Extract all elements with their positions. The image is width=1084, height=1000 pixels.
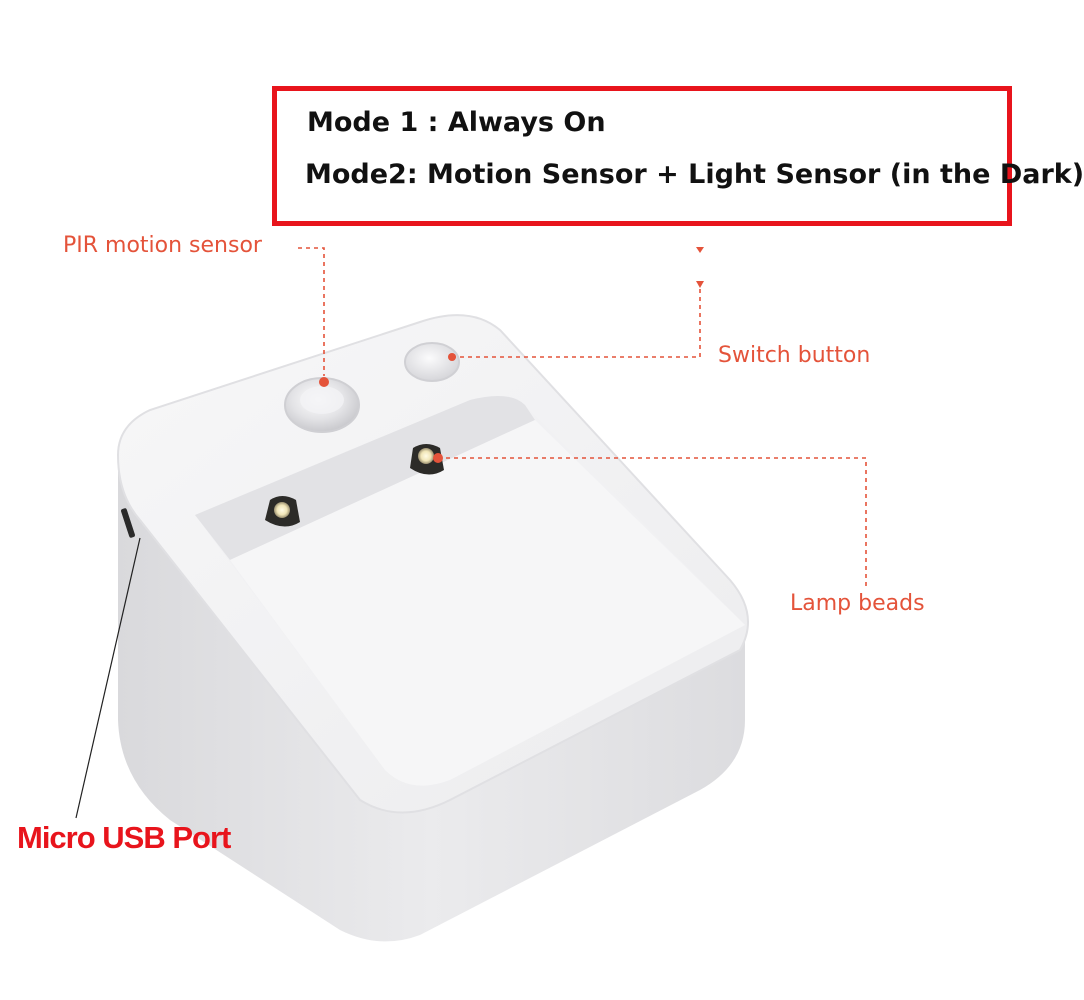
switch-callout-dot	[448, 353, 456, 361]
lamp-callout-line	[438, 457, 867, 590]
switch-callout-arrow-2	[696, 281, 704, 288]
pir-callout-line	[298, 247, 325, 376]
lamp-bead-2	[410, 444, 444, 475]
lamp-beads-label: Lamp beads	[790, 591, 925, 616]
lamp-bead-1	[265, 496, 300, 527]
switch-callout-arrow-1	[696, 247, 704, 253]
pir-callout-dot	[319, 377, 329, 387]
usb-callout-line	[75, 537, 141, 819]
switch-button-label: Switch button	[718, 343, 871, 368]
usb-port	[121, 508, 135, 538]
modes-frame: Mode 1 : Always On Mode2: Motion Sensor …	[272, 86, 1084, 226]
mode-1-text: Mode 1 : Always On	[307, 107, 606, 138]
switch-button	[404, 342, 460, 382]
mode-2-text: Mode2: Motion Sensor + Light Sensor (in …	[305, 159, 1084, 190]
micro-usb-port-label: Micro USB Port	[17, 820, 231, 855]
product-illustration	[75, 247, 867, 942]
pir-sensor	[284, 377, 360, 433]
device-body	[116, 314, 749, 942]
pir-sensor-label: PIR motion sensor	[63, 233, 262, 258]
switch-callout-line	[452, 282, 701, 358]
lamp-callout-dot	[433, 453, 443, 463]
